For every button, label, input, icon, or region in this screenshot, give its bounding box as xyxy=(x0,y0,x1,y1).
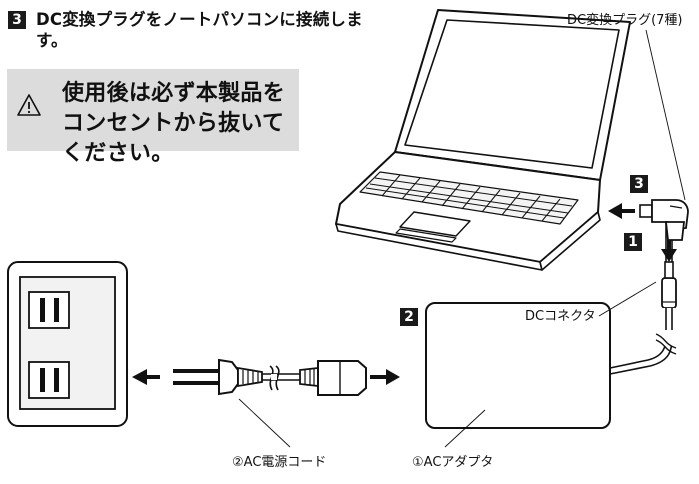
outlet-socket-lower xyxy=(28,361,70,399)
step-badge-2: 2 xyxy=(400,308,418,326)
ac-cord-label: ②AC電源コード xyxy=(232,455,327,470)
plug-to-laptop-arrow xyxy=(608,203,635,219)
dc-conversion-plug xyxy=(639,199,689,241)
plug-to-connector-arrow xyxy=(661,238,677,262)
wall-outlet xyxy=(7,261,128,427)
instruction-step-badge: 3 xyxy=(8,11,26,29)
outlet-socket-upper xyxy=(28,291,70,329)
ac-adapter xyxy=(425,302,611,429)
instruction-text: DC変換プラグをノートパソコンに接続します。 xyxy=(36,10,363,50)
laptop xyxy=(335,9,631,271)
step-badge-3: 3 xyxy=(630,175,648,193)
warning-text: 使用後は必ず本製品をコンセントから抜いてください。 xyxy=(62,81,286,166)
ac-power-plug xyxy=(173,358,263,396)
ac-cord-connector xyxy=(299,360,367,396)
plug-to-outlet-arrow xyxy=(132,369,160,385)
cord-to-adapter-arrow xyxy=(370,369,400,385)
step-badge-1: 1 xyxy=(624,233,642,251)
dc-plug-label: DC変換プラグ(7種) xyxy=(567,13,683,28)
warning-box xyxy=(7,69,299,151)
warning-triangle-icon xyxy=(17,94,41,116)
ac-cord xyxy=(262,365,300,391)
dc-connector xyxy=(661,261,677,309)
leader-lines xyxy=(238,29,686,448)
dc-connector-label: DCコネクタ xyxy=(525,309,596,324)
ac-adapter-label: ①ACアダプタ xyxy=(412,455,494,470)
